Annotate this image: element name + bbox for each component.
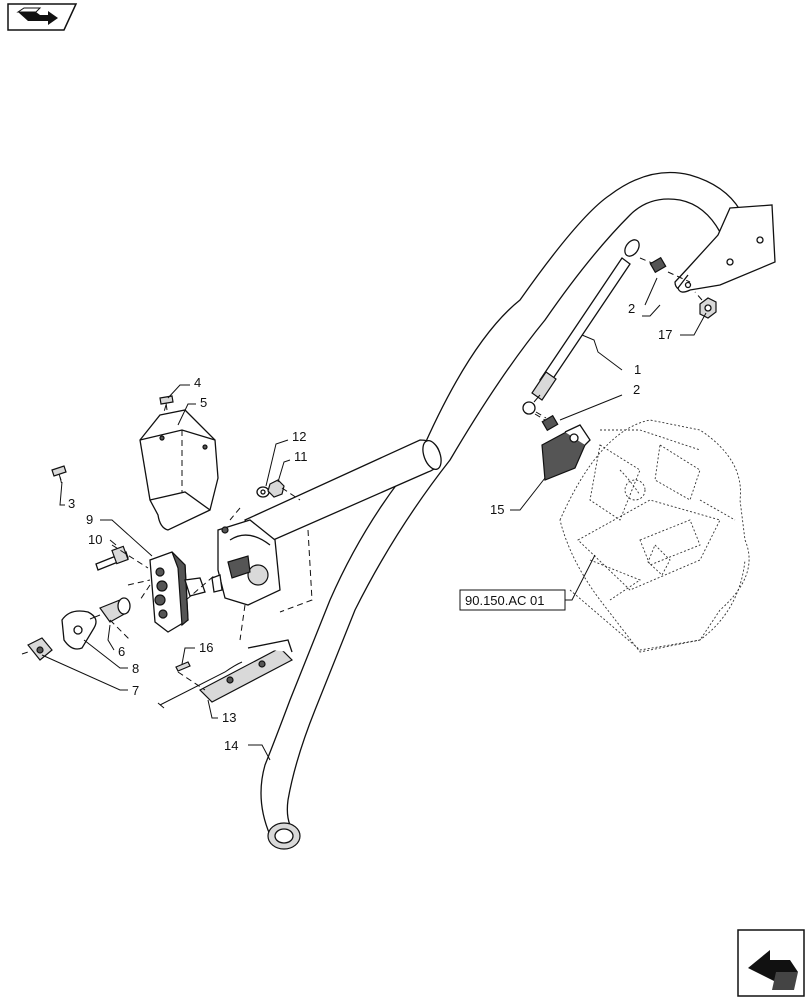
callout-13: 13 xyxy=(222,710,236,725)
callout-4: 4 xyxy=(194,375,201,390)
callout-10: 10 xyxy=(88,532,102,547)
bolt xyxy=(95,545,129,571)
callout-2: 2 xyxy=(633,382,640,397)
previous-page-arrow-icon[interactable] xyxy=(7,3,78,31)
ball-stud-upper xyxy=(639,256,691,283)
callout-6: 6 xyxy=(118,644,125,659)
callout-16: 16 xyxy=(199,640,213,655)
callout-2: 2 xyxy=(628,301,635,316)
callout-8: 8 xyxy=(132,661,139,676)
pin xyxy=(175,661,191,672)
callout-17: 17 xyxy=(658,327,672,342)
callout-14: 14 xyxy=(224,738,238,753)
reference-label[interactable]: 90.150.AC 01 xyxy=(465,593,545,608)
next-page-arrow-icon[interactable] xyxy=(737,929,805,997)
callout-15: 15 xyxy=(490,502,504,517)
mounting-bracket xyxy=(674,204,776,293)
callout-7: 7 xyxy=(132,683,139,698)
latch-cover xyxy=(139,409,219,531)
nut xyxy=(699,297,717,319)
callout-1: 1 xyxy=(634,362,641,377)
reference-link[interactable]: 90.150.AC 01 xyxy=(459,589,566,611)
latch-body xyxy=(211,519,281,606)
callout-5: 5 xyxy=(200,395,207,410)
knob xyxy=(89,597,131,623)
tube-assembly xyxy=(244,171,741,850)
screw-3 xyxy=(51,465,67,481)
latch-plate xyxy=(149,551,206,633)
square-nut xyxy=(27,637,53,661)
lock-nut xyxy=(267,479,285,498)
callout-11: 11 xyxy=(294,449,308,464)
ball-stud-lower xyxy=(535,411,559,432)
gas-strut xyxy=(522,239,640,415)
assembly-lines xyxy=(21,291,703,691)
callout-9: 9 xyxy=(86,512,93,527)
washer xyxy=(256,486,270,498)
release-lever xyxy=(157,639,294,709)
leader-lines xyxy=(41,277,707,761)
screw-4 xyxy=(159,395,174,411)
clip xyxy=(61,610,97,650)
callout-12: 12 xyxy=(292,429,306,444)
strut-bracket xyxy=(541,424,591,481)
callout-labels: 1 2 2 3 4 5 6 7 8 9 10 11 12 13 14 15 16… xyxy=(68,301,672,753)
cab-floor-outline xyxy=(559,419,750,653)
callout-3: 3 xyxy=(68,496,75,511)
